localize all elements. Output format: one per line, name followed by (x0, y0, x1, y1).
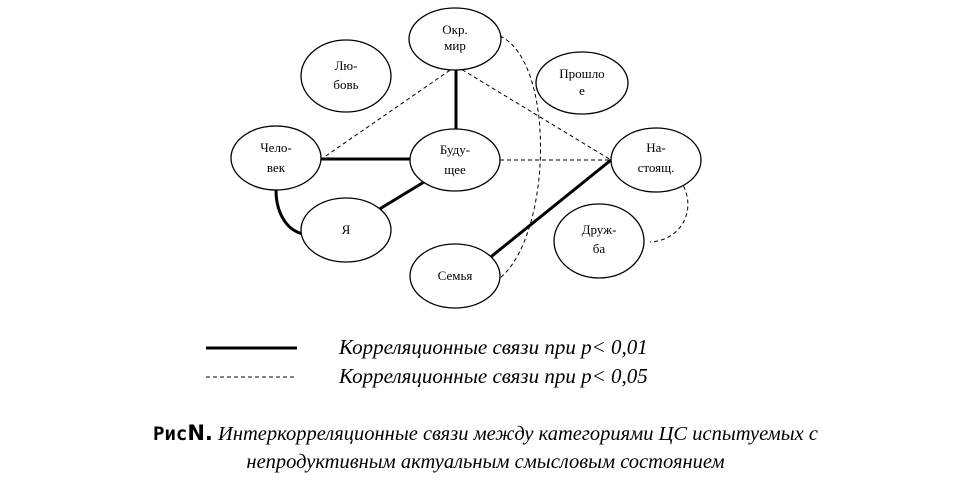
caption-prefix: Рис (153, 423, 188, 445)
node-chelovek: Чело- век (230, 125, 322, 191)
node-label-line: е (579, 83, 585, 98)
node-label-line: бовь (333, 77, 358, 92)
node-label-line: Друж- (582, 222, 617, 237)
legend-solid-p: p (581, 335, 592, 359)
edge-okr-semya (499, 35, 541, 279)
node-label-line: Буду- (440, 142, 470, 157)
figure-caption-line2: непродуктивным актуальным смысловым сост… (0, 451, 971, 474)
node-budushchee: Буду- щее (409, 128, 501, 192)
node-label-line: ба (593, 241, 606, 256)
caption-line1: Интеркорреляционные связи между категори… (212, 423, 818, 445)
figure-caption-line1: РисN. Интеркорреляционные связи между ка… (0, 421, 971, 446)
node-label-line: Чело- (260, 140, 292, 155)
node-label-line: век (267, 160, 286, 175)
node-label-line: мир (444, 38, 466, 53)
legend-dashed-rest: < 0,05 (591, 364, 648, 388)
edge-bud-ya (377, 180, 425, 212)
legend-solid-prefix: Корреляционные связи при (339, 335, 582, 359)
edge-okr-nast (455, 65, 612, 161)
edges (274, 35, 689, 279)
caption-line2: непродуктивным актуальным смысловым сост… (246, 451, 725, 473)
node-label-line: Лю- (335, 58, 358, 73)
node-semya: Семья (409, 243, 501, 309)
node-label-line: Прошло (559, 66, 604, 81)
edge-nast-semya (486, 158, 612, 262)
legend-dashed-p: p (581, 364, 592, 388)
edge-nast-druzh (649, 179, 689, 243)
node-label-line: Окр. (442, 22, 467, 37)
legend-dashed-prefix: Корреляционные связи при (339, 364, 582, 388)
legend-dashed-label: Корреляционные связи при p< 0,05 (339, 364, 648, 389)
node-label-line: щее (444, 162, 466, 177)
legend-solid-label: Корреляционные связи при p< 0,01 (339, 335, 648, 360)
node-proshloe: Прошло е (535, 51, 629, 115)
caption-number: N. (187, 421, 213, 445)
node-label-line: стоящ. (638, 160, 675, 175)
node-label-line: Семья (438, 268, 473, 283)
edge-chel-ya (274, 189, 304, 236)
legend-solid-rest: < 0,01 (591, 335, 648, 359)
node-ya: Я (300, 197, 392, 263)
node-label-line: Я (342, 222, 351, 237)
node-druzhba: Друж- ба (553, 203, 645, 279)
node-lyubov: Лю- бовь (300, 39, 392, 113)
node-okr-mir: Окр. мир (408, 7, 502, 71)
node-nastoyashchee: На- стоящ. (610, 127, 702, 193)
node-label-line: На- (646, 140, 666, 155)
